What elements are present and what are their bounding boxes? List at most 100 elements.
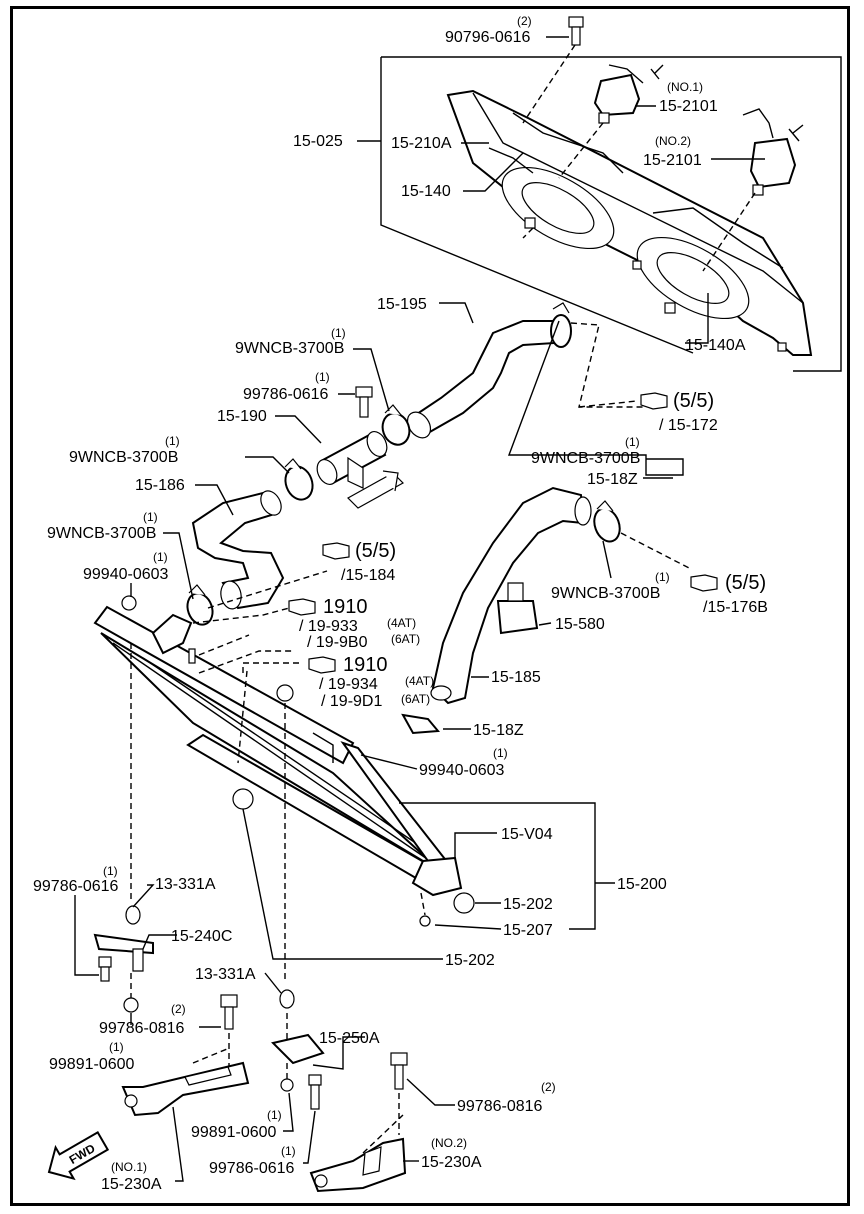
label-90796-0616: 90796-0616 [445, 29, 531, 46]
label-9wncb-2: 9WNCB-3700B [69, 449, 178, 466]
ref-1910-b: 1910 [343, 654, 388, 676]
qty-99891-b: (1) [267, 1108, 282, 1122]
qty-90796: (2) [517, 14, 532, 28]
ref-6at-b: (6AT) [401, 692, 430, 706]
label-15-185: 15-185 [491, 669, 541, 686]
pointing-hand-icon [288, 598, 316, 616]
parts-diagram: FWD (2) 90796-0616 15-025 15-210A 15-140… [33, 14, 842, 1193]
pointing-hand-icon [690, 574, 718, 592]
label-15-140A: 15-140A [685, 337, 746, 354]
qty-9wncb-3: (1) [143, 510, 158, 524]
label-13-331A-a: 13-331A [155, 876, 216, 893]
hose-15-186 [191, 490, 285, 610]
label-15-230A-b: 15-230A [421, 1154, 482, 1171]
hose-clip-15-580 [496, 582, 539, 635]
label-15-V04: 15-V04 [501, 826, 553, 843]
label-15-140: 15-140 [401, 183, 451, 200]
bracket-15-230A-no2 [309, 1137, 407, 1193]
bolt-99786-d [308, 1074, 322, 1110]
fan-motor-no2 [742, 108, 804, 196]
ref-15-184: /15-184 [341, 567, 395, 584]
label-no1-bottom: (NO.1) [111, 1160, 147, 1174]
bracket-15-240C [93, 905, 154, 972]
label-15-2101-b: 15-2101 [643, 152, 702, 169]
ref-19-9D1: / 19-9D1 [321, 693, 382, 710]
pointing-hand-icon [640, 392, 668, 410]
label-15-580: 15-580 [555, 616, 605, 633]
ref-4at-a: (4AT) [387, 616, 416, 630]
label-15-240C: 15-240C [171, 928, 232, 945]
qty-9wncb-4: (1) [625, 435, 640, 449]
label-9wncb-4: 9WNCB-3700B [531, 450, 640, 467]
label-15-210A: 15-210A [391, 135, 452, 152]
qty-99940-a: (1) [153, 550, 168, 564]
qty-9wncb-2: (1) [165, 434, 180, 448]
bolt-99786-c [220, 994, 238, 1030]
label-99891-0600-b: 99891-0600 [191, 1124, 277, 1141]
bolt-99786-e [390, 1052, 408, 1090]
ref-5-5-a: (5/5) [673, 390, 714, 412]
label-9wncb-3: 9WNCB-3700B [47, 525, 156, 542]
bracket-15-250A [271, 989, 325, 1092]
ref-5-5-b: (5/5) [355, 540, 396, 562]
label-15-18Z-a: 15-18Z [587, 471, 638, 488]
label-15-2101-a: 15-2101 [659, 98, 718, 115]
label-99786-0616-c: 99786-0616 [209, 1160, 295, 1177]
label-15-190: 15-190 [217, 408, 267, 425]
label-9wncb-1: 9WNCB-3700B [235, 340, 344, 357]
qty-99786-a: (1) [315, 370, 330, 384]
ref-15-172: / 15-172 [659, 417, 718, 434]
label-99786-0816-a: 99786-0816 [99, 1020, 185, 1037]
qty-99786-b: (1) [103, 864, 118, 878]
bracket-15-230A-no1 [121, 1061, 250, 1117]
ref-15-176B: /15-176B [703, 599, 768, 616]
label-99786-0816-b: 99786-0816 [457, 1098, 543, 1115]
label-15-195: 15-195 [377, 296, 427, 313]
ref-4at-b: (4AT) [405, 674, 434, 688]
label-99940-0603-b: 99940-0603 [419, 762, 505, 779]
hose-clamp-4 [593, 500, 621, 543]
ref-6at-a: (6AT) [391, 632, 420, 646]
label-15-202-b: 15-202 [445, 952, 495, 969]
label-no2-bottom: (NO.2) [431, 1136, 467, 1150]
upper-hose [406, 320, 557, 439]
label-99891-0600-a: 99891-0600 [49, 1056, 135, 1073]
label-13-331A-b: 13-331A [195, 966, 256, 983]
hose-clamp-2 [284, 458, 314, 501]
fwd-arrow-icon: FWD [47, 1130, 110, 1181]
label-15-18Z-b: 15-18Z [473, 722, 524, 739]
hose-clamp-1 [381, 404, 411, 446]
label-no2-top: (NO.2) [655, 134, 691, 148]
bolt-99786-b [98, 956, 112, 982]
qty-99940-b: (1) [493, 746, 508, 760]
diagram-frame: FWD (2) 90796-0616 15-025 15-210A 15-140… [10, 6, 850, 1206]
pointing-hand-icon [308, 656, 336, 674]
label-99786-0616-a: 99786-0616 [243, 386, 329, 403]
label-9wncb-5: 9WNCB-3700B [551, 585, 660, 602]
label-15-230A-a: 15-230A [101, 1176, 162, 1193]
label-15-186: 15-186 [135, 477, 185, 494]
qty-99786-e: (1) [281, 1144, 296, 1158]
label-15-250A: 15-250A [319, 1030, 380, 1047]
inset-box-side [380, 57, 694, 354]
radiator [93, 595, 475, 914]
label-no1-top: (NO.1) [667, 80, 703, 94]
top-bolt [568, 16, 584, 46]
qty-99786-d: (2) [541, 1080, 556, 1094]
fan-motor-no1 [593, 64, 664, 124]
label-99786-0616-b: 99786-0616 [33, 878, 119, 895]
ref-19-9B0: / 19-9B0 [307, 634, 368, 651]
qty-99786-c: (2) [171, 1002, 186, 1016]
fan-shroud [446, 89, 813, 356]
label-15-202-a: 15-202 [503, 896, 553, 913]
label-15-025: 15-025 [293, 133, 343, 150]
water-pipe [316, 431, 404, 509]
ref-19-933: / 19-933 [299, 618, 358, 635]
label-99940-0603-a: 99940-0603 [83, 566, 169, 583]
label-15-200: 15-200 [617, 876, 667, 893]
ref-5-5-c: (5/5) [725, 572, 766, 594]
clamp-15-18Z-lower [401, 713, 441, 735]
bolt-99786-a [355, 386, 373, 418]
label-15-207: 15-207 [503, 922, 553, 939]
ref-1910-a: 1910 [323, 596, 368, 618]
